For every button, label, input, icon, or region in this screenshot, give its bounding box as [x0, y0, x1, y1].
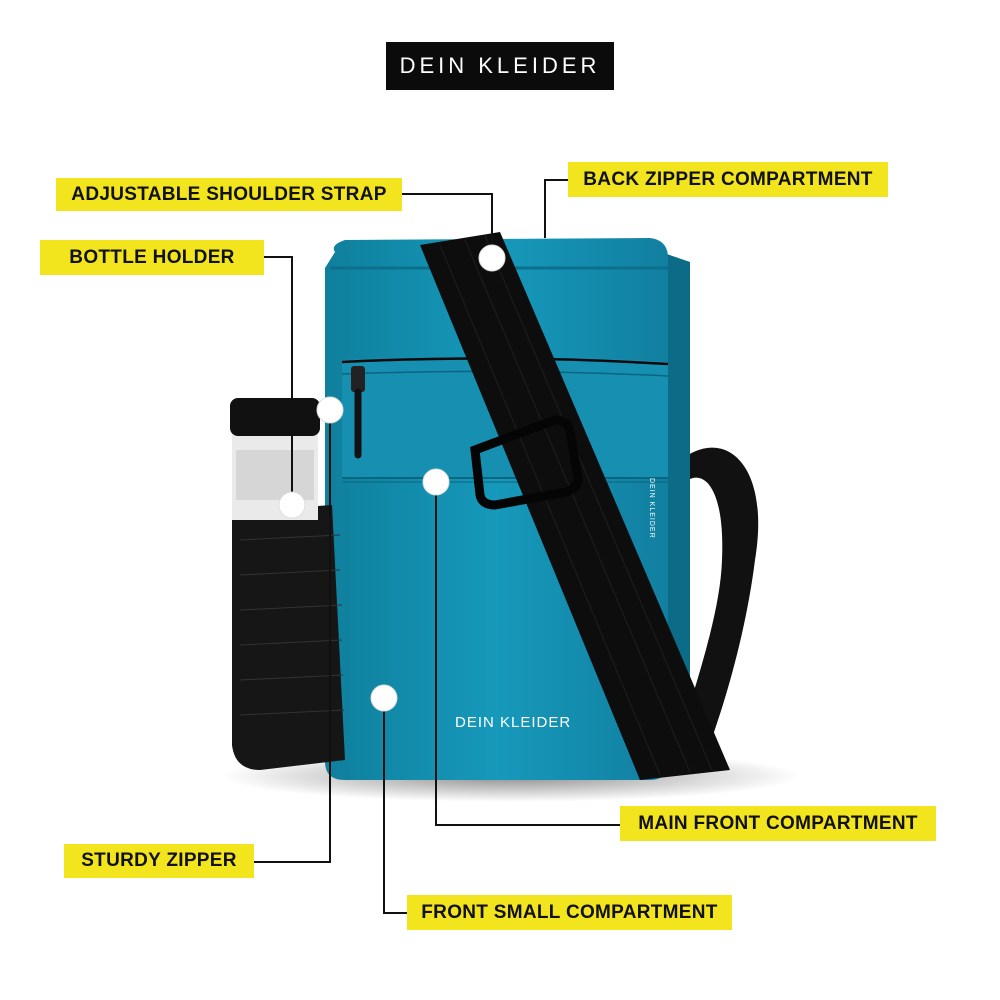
bag-print-logo: DEIN KLEIDER — [455, 714, 572, 731]
zipper-slider — [351, 366, 365, 392]
callout-back-zipper: BACK ZIPPER COMPARTMENT — [568, 162, 888, 197]
dot-bottle — [278, 491, 306, 519]
brand-logo: DEIN KLEIDER — [386, 42, 614, 90]
callout-adjustable-strap: ADJUSTABLE SHOULDER STRAP — [56, 178, 402, 211]
dot-strap — [478, 244, 506, 272]
dot-sturdy-zipper — [316, 396, 344, 424]
bottle-cap — [230, 398, 320, 436]
callout-sturdy-zipper: STURDY ZIPPER — [64, 844, 254, 878]
strap-buckle — [470, 415, 583, 510]
callout-bottle-holder: BOTTLE HOLDER — [40, 240, 264, 275]
leader-strap — [400, 193, 493, 258]
mesh-pocket — [232, 505, 345, 770]
leader-back-zipper — [544, 179, 568, 238]
leader-bottle — [263, 256, 293, 505]
callout-main-front: MAIN FRONT COMPARTMENT — [620, 806, 936, 841]
strap-back-loop — [670, 447, 759, 770]
dot-main-front — [422, 468, 450, 496]
leader-main-front — [435, 482, 620, 826]
shoulder-strap — [420, 232, 730, 780]
leader-front-small — [383, 700, 408, 914]
leader-sturdy-zipper — [253, 410, 331, 863]
side-tag-logo: DEIN KLEIDER — [648, 478, 655, 539]
callout-front-small: FRONT SMALL COMPARTMENT — [407, 895, 732, 930]
dot-front-small — [370, 684, 398, 712]
